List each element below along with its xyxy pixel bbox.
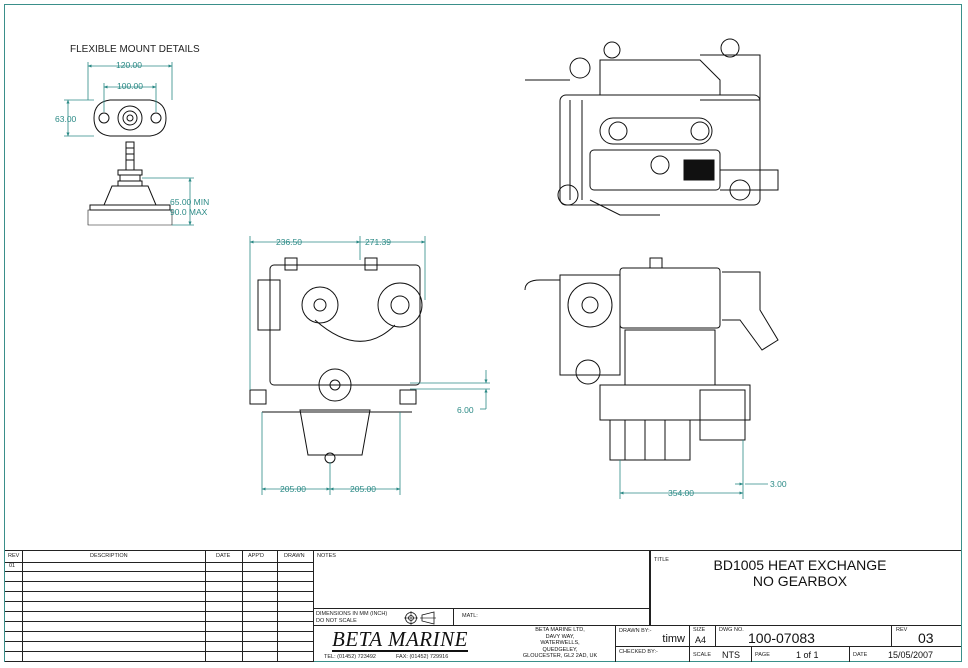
title-cell: TITLE BD1005 HEAT EXCHANGE NO GEARBOX xyxy=(650,551,961,625)
revision-table: REV DESCRIPTION DATE APP'D DRAWN 01 xyxy=(5,551,314,662)
size-cell: SIZE A4 xyxy=(690,625,716,646)
page-label: PAGE xyxy=(755,652,770,658)
size-label: SIZE xyxy=(693,627,706,633)
revision-rows: 01 xyxy=(5,562,314,662)
material-cell: MATL: xyxy=(454,608,650,625)
title-label: TITLE xyxy=(654,557,669,563)
page-cell: PAGE 1 of 1 xyxy=(752,646,850,662)
rev-value: 03 xyxy=(918,630,934,646)
engine-side-view xyxy=(524,257,779,461)
size-value: A4 xyxy=(695,635,707,645)
address-line: DAVY WAY, xyxy=(545,633,575,640)
description-col-header: DESCRIPTION xyxy=(90,553,128,559)
matl-label: MATL: xyxy=(462,613,478,619)
appd-col-header: APP'D xyxy=(248,553,265,559)
drawing-canvas: FLEXIBLE MOUNT DETAILS 120.00 100.00 63.… xyxy=(55,38,787,499)
front-view-dimensions xyxy=(249,236,490,495)
drawn-by-cell: DRAWN BY:- timw xyxy=(616,625,690,646)
beta-marine-logo: BETA MARINE xyxy=(332,627,468,652)
mount-title: FLEXIBLE MOUNT DETAILS xyxy=(70,44,200,55)
scale-cell: SCALE NTS xyxy=(690,646,752,662)
notes-label: NOTES xyxy=(317,553,336,559)
engine-front-view xyxy=(249,257,423,464)
dim-mount-outer-width: 120.00 xyxy=(116,60,142,70)
mount-top-view xyxy=(93,99,167,137)
rev-col-header: REV xyxy=(8,553,20,559)
engine-top-view xyxy=(525,38,779,216)
do-not-scale-note: DO NOT SCALE xyxy=(316,618,357,624)
revision-row xyxy=(5,612,314,622)
dim-mount-inner-width: 100.00 xyxy=(117,81,143,91)
address-line: GLOUCESTER, GL2 2AD, UK xyxy=(522,653,598,659)
revision-row xyxy=(5,632,314,642)
revision-header: REV DESCRIPTION DATE APP'D DRAWN xyxy=(5,551,314,563)
drawing-title-line1: BD1005 HEAT EXCHANGE xyxy=(713,557,887,573)
rev-cell: REV 03 xyxy=(892,625,961,646)
drawn-by-value: timw xyxy=(662,633,685,645)
title-block: REV DESCRIPTION DATE APP'D DRAWN 01 NOTE… xyxy=(5,550,961,662)
revision-row xyxy=(5,652,314,662)
dwg-no-cell: DWG NO. 100-07083 xyxy=(716,625,892,646)
revision-number: 01 xyxy=(9,563,16,569)
mount-dimensions xyxy=(64,62,194,226)
drawing-title-line2: NO GEARBOX xyxy=(752,573,848,589)
page-value: 1 of 1 xyxy=(796,650,819,660)
mount-side-view xyxy=(87,141,173,226)
revision-row xyxy=(5,642,314,652)
revision-row xyxy=(5,572,314,582)
revision-row xyxy=(5,622,314,632)
checked-by-label: CHECKED BY:- xyxy=(619,649,658,655)
side-view-dimensions xyxy=(619,440,768,499)
drawn-col-header: DRAWN xyxy=(284,553,305,559)
projection-symbol-icon xyxy=(404,611,436,625)
address-line: BETA MARINE LTD, xyxy=(535,627,585,633)
scale-value: NTS xyxy=(722,650,740,660)
notes-area: NOTES xyxy=(314,551,650,608)
company-block: BETA MARINE BETA MARINE LTD, DAVY WAY, W… xyxy=(314,625,616,662)
dim-mount-max-height: 90.0 MAX xyxy=(170,207,208,217)
dimensions-note: DIMENSIONS IN MM (INCH) xyxy=(316,611,388,617)
drawn-by-label: DRAWN BY:- xyxy=(619,628,652,634)
date-value: 15/05/2007 xyxy=(888,650,934,660)
company-fax: FAX: (01452) 729916 xyxy=(396,654,449,660)
company-tel: TEL: (01452) 723492 xyxy=(324,654,376,660)
dim-front-offset: 6.00 xyxy=(457,405,474,415)
date-cell: DATE 15/05/2007 xyxy=(850,646,961,662)
revision-row: 01 xyxy=(5,562,314,572)
scale-label: SCALE xyxy=(693,652,712,658)
revision-row xyxy=(5,602,314,612)
address-line: QUEDGELEY, xyxy=(542,646,578,653)
dim-side-offset: 3.00 xyxy=(770,479,787,489)
dim-side-length: 354.00 xyxy=(668,488,694,498)
dim-front-left-base: 205.00 xyxy=(280,484,306,494)
address-line: WATERWELLS, xyxy=(540,640,580,646)
dim-front-left-width: 236.50 xyxy=(276,237,302,247)
rev-label: REV xyxy=(896,627,908,633)
dwg-no-value: 100-07083 xyxy=(748,630,815,646)
revision-row xyxy=(5,582,314,592)
company-address: BETA MARINE LTD, DAVY WAY, WATERWELLS, Q… xyxy=(510,627,610,660)
dimensions-note-cell: DIMENSIONS IN MM (INCH) DO NOT SCALE xyxy=(314,608,454,625)
dim-mount-height: 63.00 xyxy=(55,114,77,124)
dim-mount-min-height: 65.00 MIN xyxy=(170,197,209,207)
drawing-frame xyxy=(4,4,962,662)
dwg-no-label: DWG NO. xyxy=(719,627,744,633)
dim-front-right-width: 271.39 xyxy=(365,237,391,247)
date-label: DATE xyxy=(853,652,868,658)
revision-row xyxy=(5,592,314,602)
checked-by-cell: CHECKED BY:- xyxy=(616,646,690,662)
date-col-header: DATE xyxy=(216,553,231,559)
dim-front-right-base: 205.00 xyxy=(350,484,376,494)
